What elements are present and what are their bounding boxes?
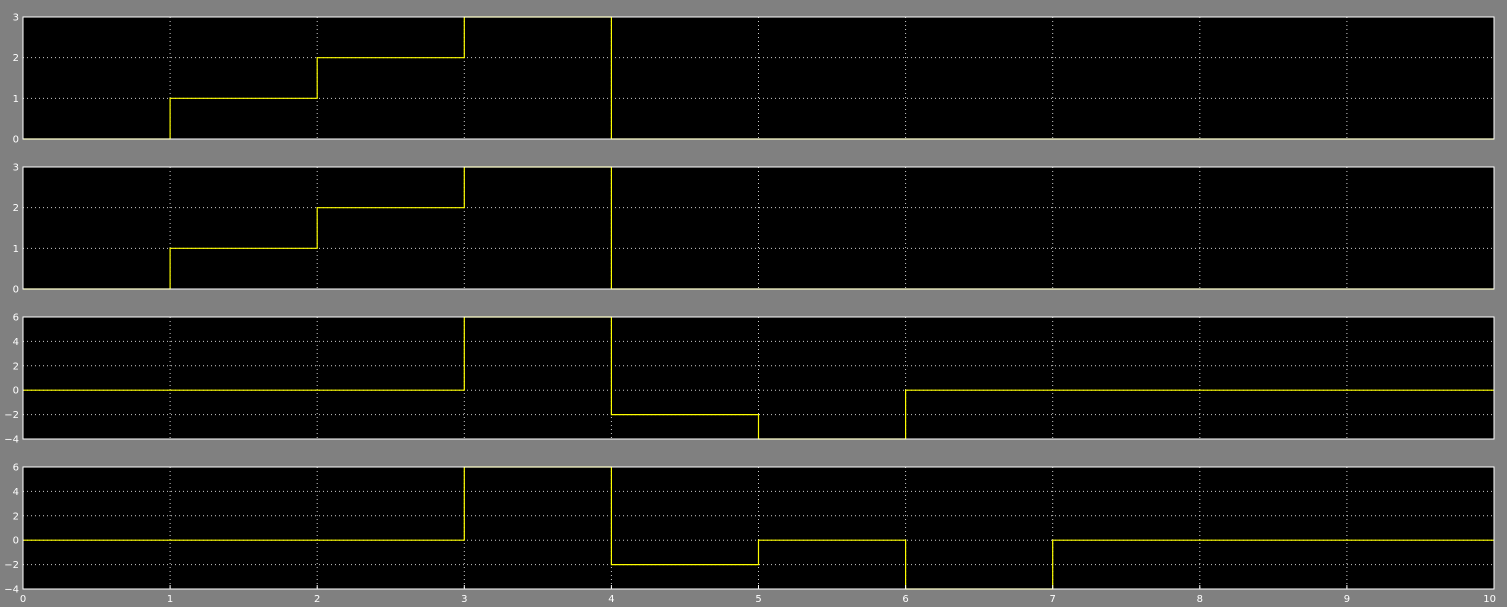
y-tick-label: 4: [13, 337, 19, 348]
y-tick-label: 1: [13, 94, 19, 105]
x-tick-label: 1: [167, 594, 173, 605]
x-tick-label: 9: [1344, 594, 1350, 605]
axes-1: 0 1 2 3: [13, 13, 1495, 146]
signal-line-1-1: [23, 16, 1494, 140]
axes-3: −4 −2 0 2 4 6: [4, 313, 1495, 446]
y-tick-label: 1: [13, 244, 19, 255]
y-tick-label: 6: [13, 313, 19, 324]
x-tick-label: 10: [1483, 594, 1496, 605]
y-tick-label: 0: [13, 135, 19, 146]
y-tick-label: 0: [13, 536, 19, 547]
y-tick-label: 3: [13, 163, 19, 174]
x-tick-label: 6: [902, 594, 908, 605]
y-tick-label: 2: [13, 53, 19, 64]
axes-border-2: [22, 166, 1495, 290]
x-tick-label: 4: [608, 594, 614, 605]
y-tick-label: 3: [13, 13, 19, 24]
y-tick-label: 0: [13, 386, 19, 397]
signal-line-4-1: [23, 466, 1494, 590]
y-tick-label: 2: [13, 511, 19, 522]
y-tick-label: 2: [13, 203, 19, 214]
y-tick-label: −2: [4, 410, 19, 421]
axes-border-1: [22, 16, 1495, 140]
axes-border-3: [22, 316, 1495, 440]
y-tick-label: −4: [4, 435, 19, 446]
signal-line-3-1: [23, 316, 1494, 440]
axes-4: −4 −2 0 2 4 6 0 1 2 3 4 5 6 7 8 9 10: [4, 463, 1496, 606]
axes-2: 0 1 2 3: [13, 163, 1495, 296]
y-tick-label: −4: [4, 585, 19, 596]
y-tick-label: −2: [4, 560, 19, 571]
x-tick-label: 3: [461, 594, 467, 605]
y-tick-label: 6: [13, 463, 19, 474]
x-tick-label: 8: [1197, 594, 1203, 605]
x-tick-label: 7: [1050, 594, 1056, 605]
signal-line-2-1: [23, 166, 1494, 290]
x-tick-label: 0: [20, 594, 26, 605]
y-tick-label: 2: [13, 361, 19, 372]
y-tick-label: 0: [13, 285, 19, 296]
y-tick-label: 4: [13, 487, 19, 498]
x-tick-label: 2: [314, 594, 320, 605]
x-tick-label: 5: [755, 594, 761, 605]
